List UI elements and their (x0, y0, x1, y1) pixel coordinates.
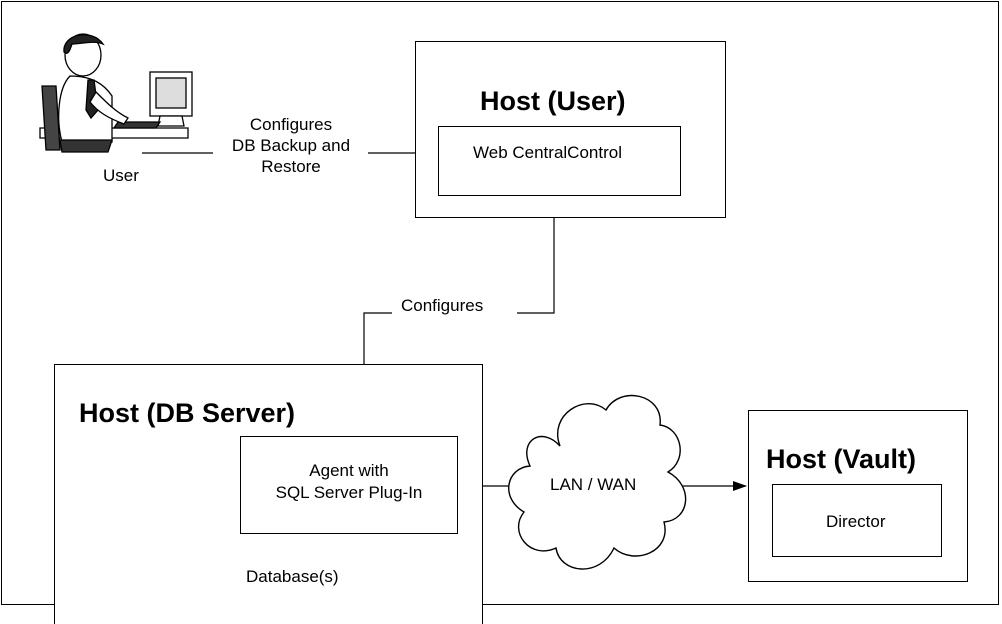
agent-plugin-label-line: SQL Server Plug-In (275, 483, 423, 502)
person-at-computer-icon (39, 33, 193, 153)
configures-label-line: Restore (261, 157, 321, 176)
host-vault-title: Host (Vault) (766, 444, 917, 474)
database-label: Database(s) (246, 567, 339, 586)
diagram-frame (1, 1, 999, 605)
host-user-title: Host (User) (480, 86, 626, 116)
director-label: Director (826, 512, 886, 531)
web-centralcontrol-label: Web CentralControl (473, 143, 622, 162)
director-box: Director (772, 484, 942, 557)
arrow-web-to-agent-lower (359, 312, 392, 390)
configures-label-line: Configures (249, 115, 333, 134)
network-label: LAN / WAN (548, 475, 639, 495)
configures-label-line: DB Backup and (231, 136, 351, 155)
agent-plugin-label-line: Agent with (309, 461, 389, 480)
arrow-web-to-agent-upper (517, 196, 555, 314)
user-label: User (103, 166, 139, 185)
configures-agent-label: Configures (401, 296, 484, 315)
agent-plugin-box: Agent with SQL Server Plug-In (240, 436, 458, 534)
web-centralcontrol-box: Web CentralControl (438, 126, 681, 196)
host-db-server-title: Host (DB Server) (79, 398, 296, 428)
configures-db-backup-label: Configures DB Backup and Restore (211, 114, 371, 177)
agent-plugin-label: Agent with SQL Server Plug-In (241, 460, 457, 504)
